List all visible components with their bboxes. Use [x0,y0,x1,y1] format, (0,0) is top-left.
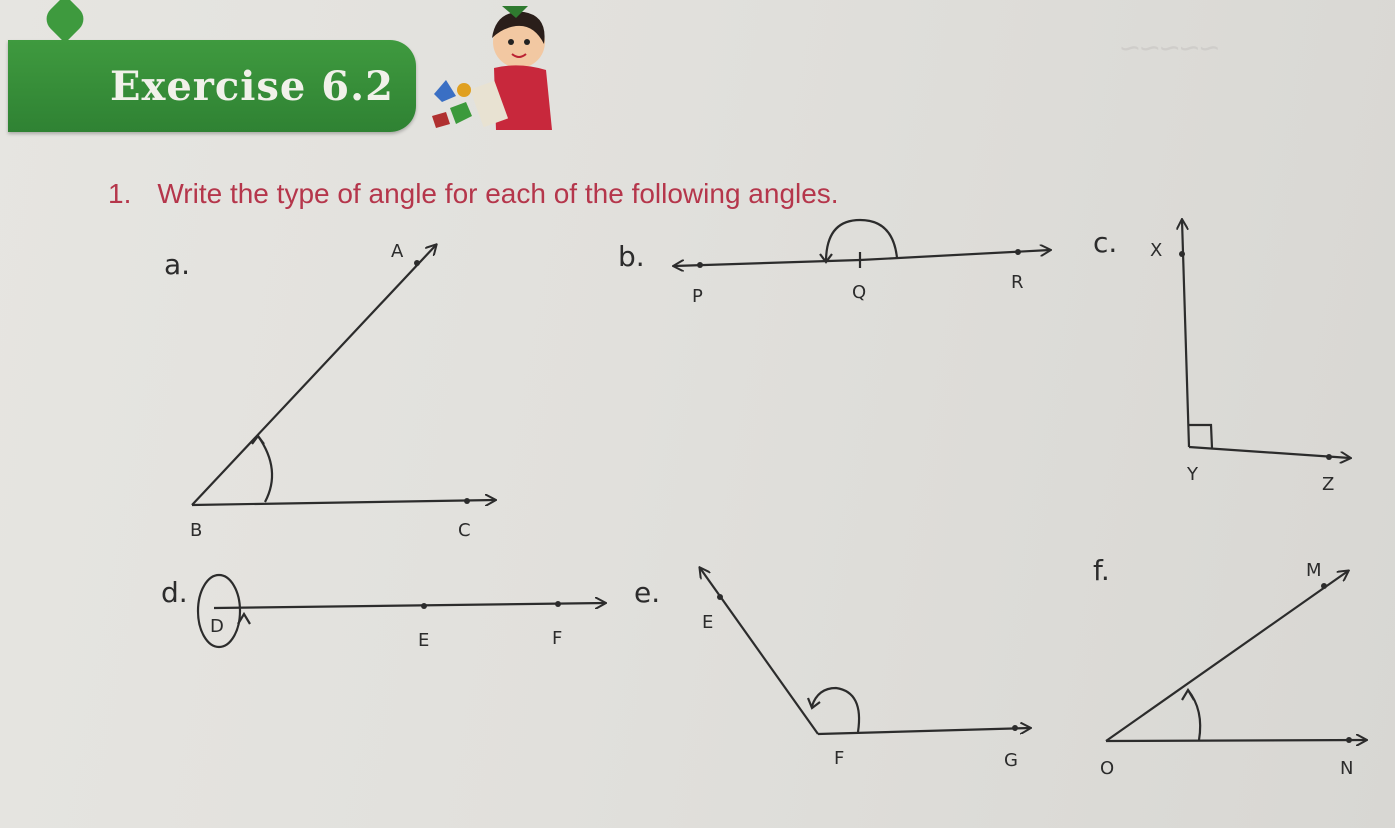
point-label: O [1100,758,1115,779]
figure-label-d: d. [161,576,188,609]
point-label: Z [1322,474,1335,495]
exercise-banner [8,40,416,132]
figure-label-e: e. [634,576,661,609]
question-number: 1. [108,178,132,209]
point-label: G [1004,750,1018,771]
mascot-illustration [432,6,552,130]
point-label: P [692,286,703,307]
point-label: R [1011,272,1024,293]
point-label: A [391,241,404,262]
point-label: D [210,616,224,637]
ray-FE [700,568,819,735]
ray-ON [1105,740,1366,741]
point-label: X [1150,240,1163,261]
figure-label-a: a. [164,248,191,281]
ray-YZ [1188,445,1350,458]
ray-BA [191,245,436,506]
ray-QP [674,258,861,266]
angle-arc-d [196,573,242,649]
question-1: 1. Write the type of angle for each of th… [108,178,839,210]
ray-OM [1105,571,1348,742]
point-label: M [1306,560,1322,581]
point-label: Q [852,282,867,303]
point-label: E [418,630,430,651]
point-label: E [702,612,714,633]
question-text: Write the type of angle for each of the … [157,178,839,209]
ray-QR [859,250,1050,262]
ray-DF [213,603,605,608]
point-label: F [834,748,845,769]
angle-arc-a [257,435,274,503]
ray-YX [1182,220,1191,448]
point-label: C [458,520,471,541]
point-label: N [1340,758,1354,779]
figure-label-c: c. [1093,226,1118,259]
ray-BC [191,500,495,505]
angle-arc-b [824,218,899,263]
point-label: F [552,628,563,649]
angle-arc-e [810,686,861,733]
angle-arc-f [1187,689,1202,741]
figure-label-f: f. [1093,554,1110,587]
point-label: B [190,520,203,541]
point-label: Y [1187,464,1198,485]
exercise-title: Exercise 6.2 [110,63,394,110]
arc-arrow-a [251,434,265,445]
ray-FG [817,728,1030,736]
figure-label-b: b. [618,240,645,273]
